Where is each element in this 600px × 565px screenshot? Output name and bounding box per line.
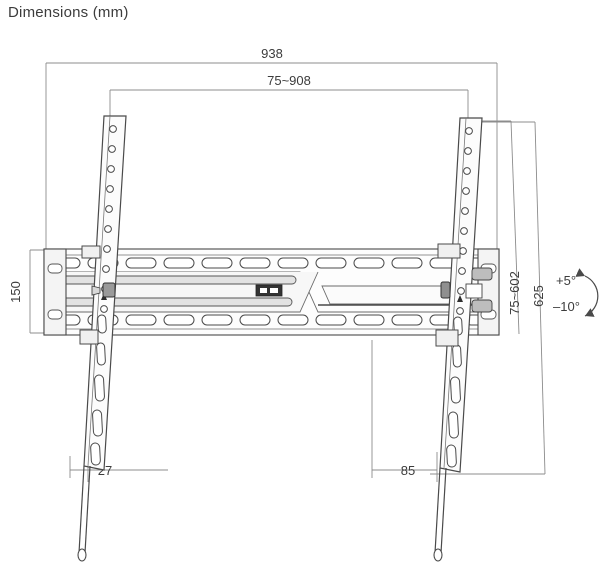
rail-end-cap-left	[43, 248, 67, 336]
dim-text-rail-height: 150	[8, 281, 23, 303]
vertical-arm-right	[433, 117, 483, 562]
arm-right-clamp	[435, 243, 461, 347]
arm-right-rod-b	[440, 467, 447, 554]
arm-right-slot-column	[446, 316, 463, 468]
arm-right-alignment-marker	[457, 295, 463, 302]
arm-right-hole-column	[456, 127, 473, 315]
arm-left-slot-column	[90, 314, 107, 466]
dim-line-arm-range	[510, 120, 520, 335]
arm-left-rod-b	[84, 465, 91, 554]
arm-right-rod-a	[434, 467, 441, 554]
tilt-text-up: +5°	[556, 273, 576, 288]
dim-text-overall-width: 938	[261, 46, 283, 61]
tilt-arc-icon	[575, 268, 599, 317]
vertical-arm-left	[77, 115, 127, 562]
arm-right-rod-tip	[433, 548, 443, 562]
dim-text-arm-range: 75~602	[507, 271, 522, 315]
dim-text-right-depth: 85	[401, 463, 415, 478]
dim-text-overall-height: 625	[531, 285, 546, 307]
page-title: Dimensions (mm)	[8, 4, 129, 21]
dim-line-overall-height	[534, 121, 546, 475]
rail-long-slot-lower	[51, 297, 293, 307]
product-label-badge	[255, 284, 283, 297]
tilt-text-down: –10°	[553, 299, 580, 314]
arm-left-rod-tip	[77, 548, 87, 562]
rail-side-plate-right	[465, 267, 493, 313]
rail-long-slot-upper	[55, 275, 297, 285]
dim-text-mount-width: 75~908	[267, 73, 311, 88]
arm-left-rod-a	[78, 465, 85, 554]
arm-left-pivot-bolt	[102, 282, 116, 298]
arm-right-pivot-bolt	[440, 281, 451, 299]
arm-right-inner-edge	[443, 117, 467, 469]
arm-left-clamp	[79, 245, 116, 345]
